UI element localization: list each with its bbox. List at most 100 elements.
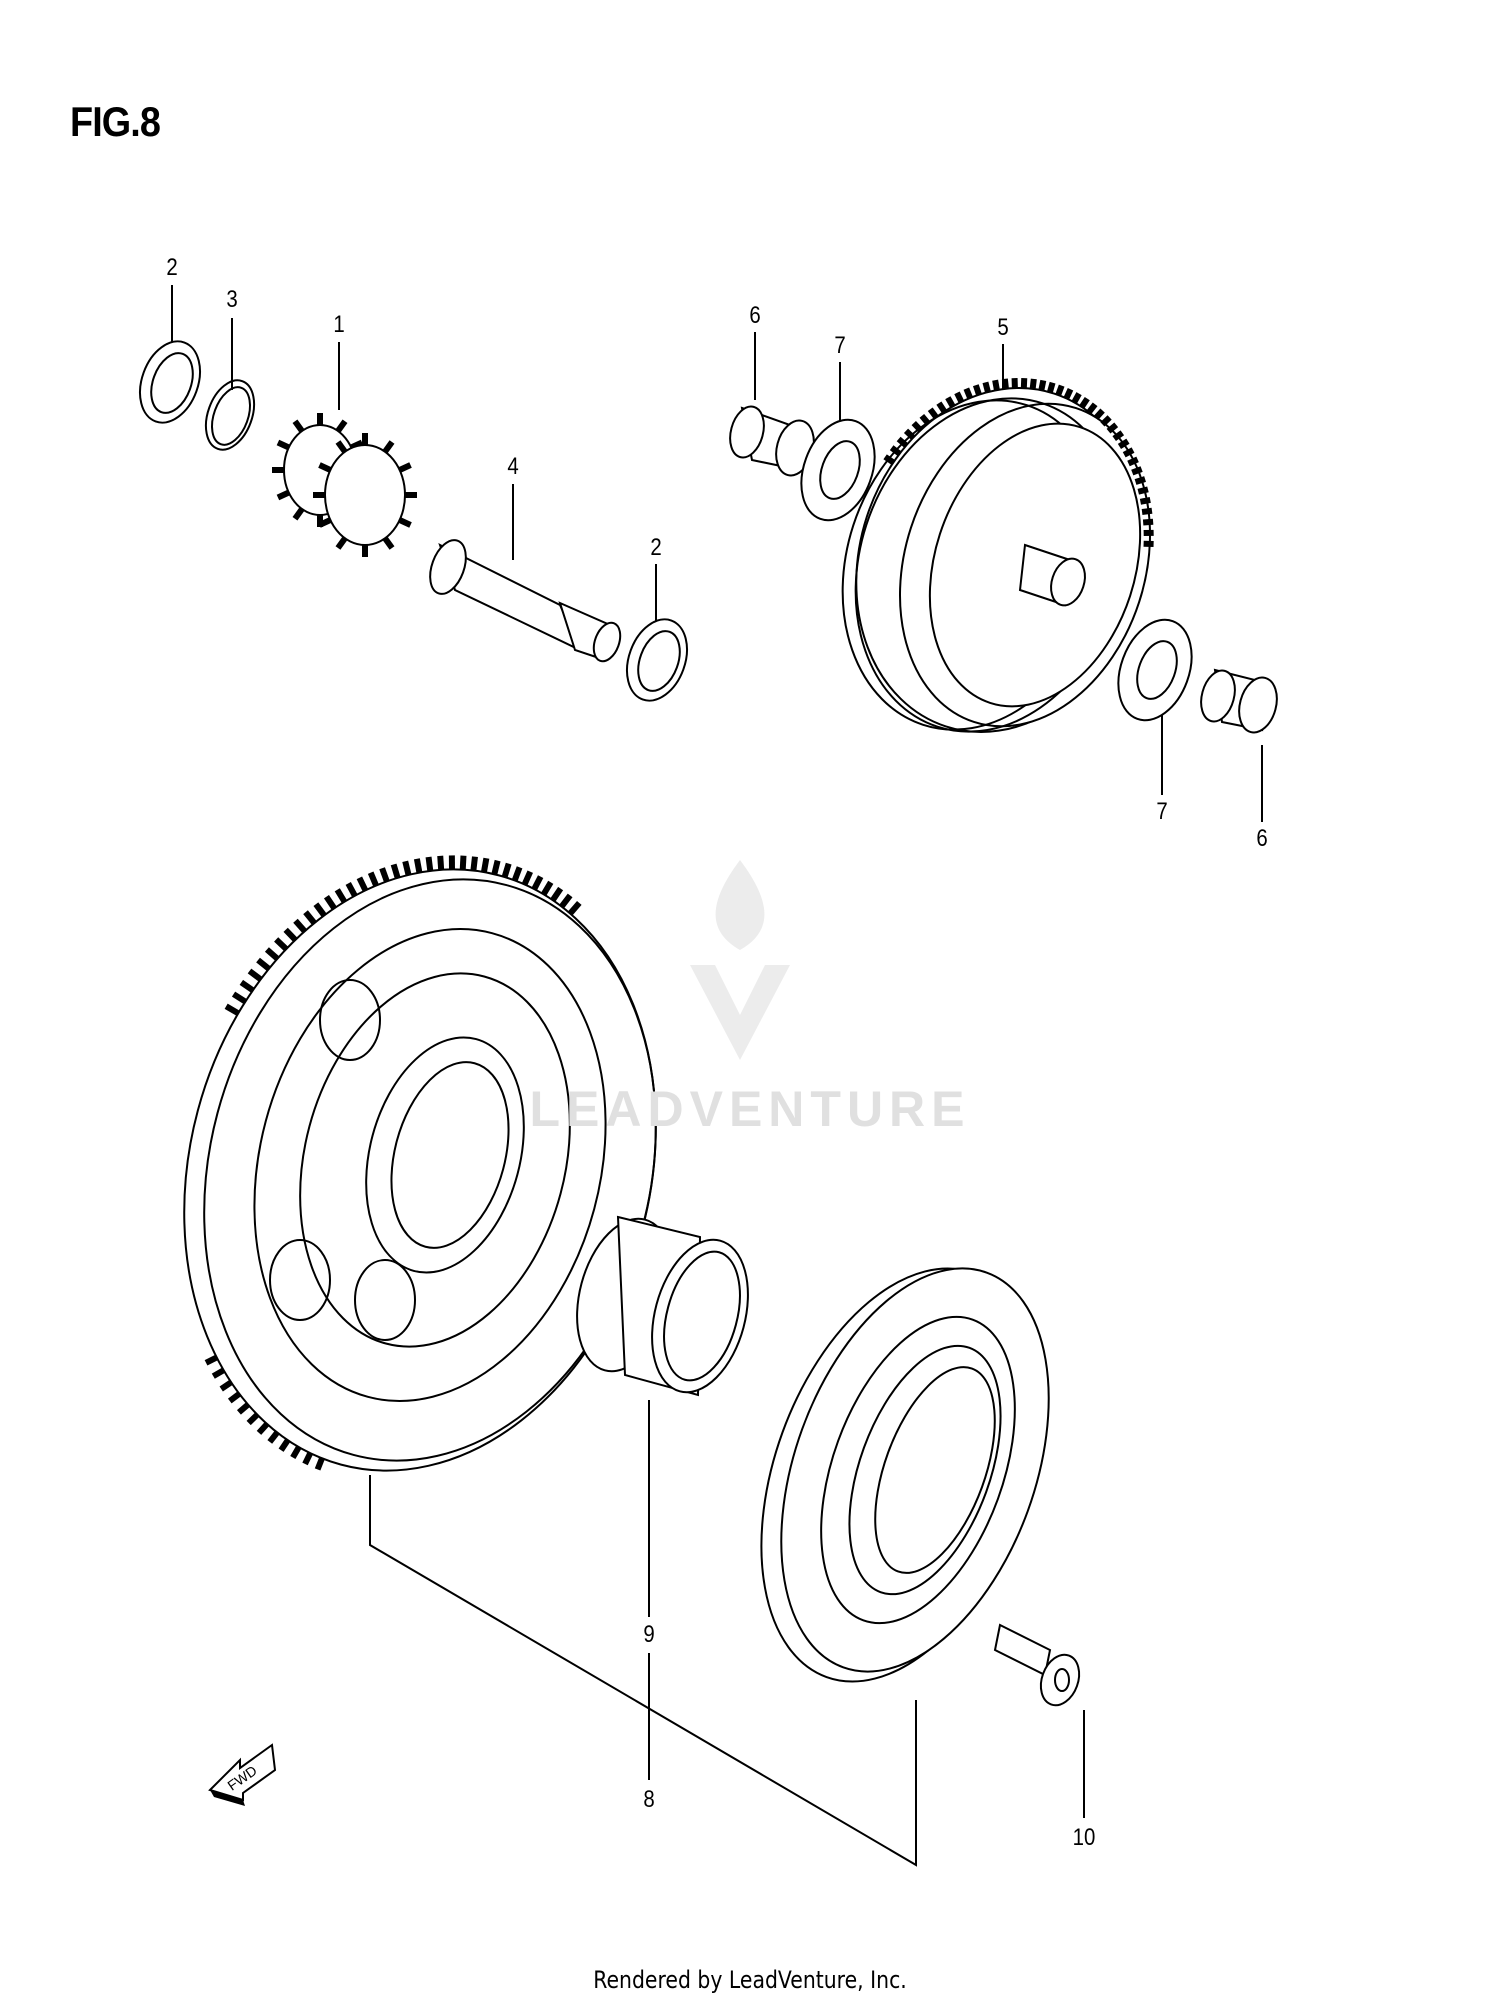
gear-tooth [972, 384, 982, 396]
shaft-part-4 [429, 539, 622, 663]
gear-tooth [382, 536, 395, 550]
figure-title: FIG.8 [70, 98, 161, 145]
gear-tooth [911, 421, 923, 433]
gear-tooth [1112, 430, 1125, 442]
gear-tooth [323, 895, 337, 910]
gear-tooth [267, 1430, 280, 1444]
callout-6b: 6 [1256, 825, 1268, 852]
gear-tooth [246, 1412, 260, 1426]
gear-tooth [256, 1421, 270, 1435]
gear-tooth [1134, 476, 1146, 485]
gear-tooth [945, 396, 956, 408]
gear-tooth [318, 462, 332, 473]
gear-tooth [1106, 422, 1119, 434]
gear-tooth [1071, 392, 1082, 404]
gear-tooth [425, 856, 434, 872]
gear-tooth [459, 855, 467, 870]
gear-tooth [231, 991, 247, 1005]
gear-tooth [204, 1354, 219, 1366]
gear-tooth [1055, 384, 1065, 397]
gear-tooth [398, 517, 412, 528]
gear-tooth [889, 445, 902, 457]
callout-10: 10 [1072, 1824, 1096, 1851]
fwd-arrow-icon: FWD [208, 1743, 277, 1806]
gear-tooth [1117, 438, 1130, 449]
gear-tooth [1127, 456, 1139, 467]
gear-tooth [302, 1451, 313, 1466]
gear-tooth [413, 858, 423, 874]
gear-tooth [1038, 379, 1047, 391]
gear-tooth [274, 937, 289, 952]
gear-tooth [276, 489, 291, 501]
gear-tooth [335, 536, 348, 550]
gear-tooth [224, 1003, 240, 1016]
washer-part-2 [139, 340, 201, 424]
gear-tooth [992, 379, 1000, 391]
gear-tooth [1122, 447, 1135, 458]
callout-8: 8 [643, 1786, 655, 1813]
callout-1: 1 [333, 311, 345, 338]
gear-tooth [293, 918, 307, 934]
gear-tooth [276, 439, 291, 451]
gear-body [324, 444, 406, 546]
callout-6: 6 [749, 302, 761, 329]
watermark-logo [690, 860, 790, 1060]
gear-tooth [402, 860, 412, 876]
gear-tooth [239, 979, 255, 993]
gear-tooth [470, 856, 478, 871]
callout-4: 4 [507, 453, 519, 480]
gear-tooth [550, 886, 564, 902]
gear-tooth [314, 1457, 325, 1471]
gear-tooth [356, 876, 369, 892]
gear-tooth [1093, 408, 1105, 420]
gear-tooth [1141, 507, 1153, 516]
callout-9: 9 [643, 1621, 655, 1648]
gear-tooth [1079, 396, 1090, 409]
gear-tooth [521, 870, 533, 886]
washer-part-7 [800, 418, 876, 522]
gear-tooth [334, 888, 348, 904]
callout-7b: 7 [1156, 798, 1168, 825]
gear-tooth [303, 910, 317, 925]
gear-tooth [954, 391, 965, 404]
gear-tooth [278, 1438, 291, 1452]
gear-tooth [567, 900, 582, 916]
gear-tooth [531, 875, 544, 891]
footer-credit: Rendered by LeadVenture, Inc. [593, 1966, 907, 1994]
gear-tooth [1131, 466, 1143, 476]
one-way-clutch [760, 1267, 1050, 1683]
gear-tooth [883, 454, 896, 465]
gear-tooth [963, 387, 973, 400]
gear-tooth [292, 507, 305, 521]
gear-tooth [1029, 378, 1037, 390]
gear-tooth [541, 880, 554, 896]
starter-driven-gear-part-8 [183, 855, 657, 1472]
callout-2: 2 [166, 254, 178, 281]
gear-tooth [313, 902, 327, 918]
gear-tooth [247, 968, 263, 982]
gear-tooth [1100, 415, 1112, 427]
callout-7: 7 [834, 332, 846, 359]
callout-3: 3 [226, 286, 238, 313]
needle-bearing-part-9 [576, 1215, 749, 1397]
gear-tooth [437, 855, 445, 871]
bushing-part-6 [729, 405, 815, 477]
gear-tooth [1001, 378, 1009, 390]
gear-tooth [290, 1445, 302, 1459]
bushing-part-6b [1200, 668, 1278, 734]
gear-tooth [927, 407, 939, 420]
washer-part-2b [626, 618, 688, 702]
gear-tooth [211, 1367, 226, 1379]
gear-tooth [480, 857, 490, 873]
callout-2b: 2 [650, 534, 662, 561]
gear-tooth [398, 462, 412, 473]
gear-tooth [236, 1402, 250, 1415]
gear-tooth [896, 436, 909, 448]
gear-tooth [382, 440, 395, 454]
gear-tooth [491, 859, 501, 875]
gear-tooth [227, 1391, 242, 1404]
gear-tooth [335, 419, 348, 433]
gear-tooth [1139, 496, 1151, 505]
gear-part-1 [272, 413, 417, 557]
gear-tooth [936, 401, 947, 414]
